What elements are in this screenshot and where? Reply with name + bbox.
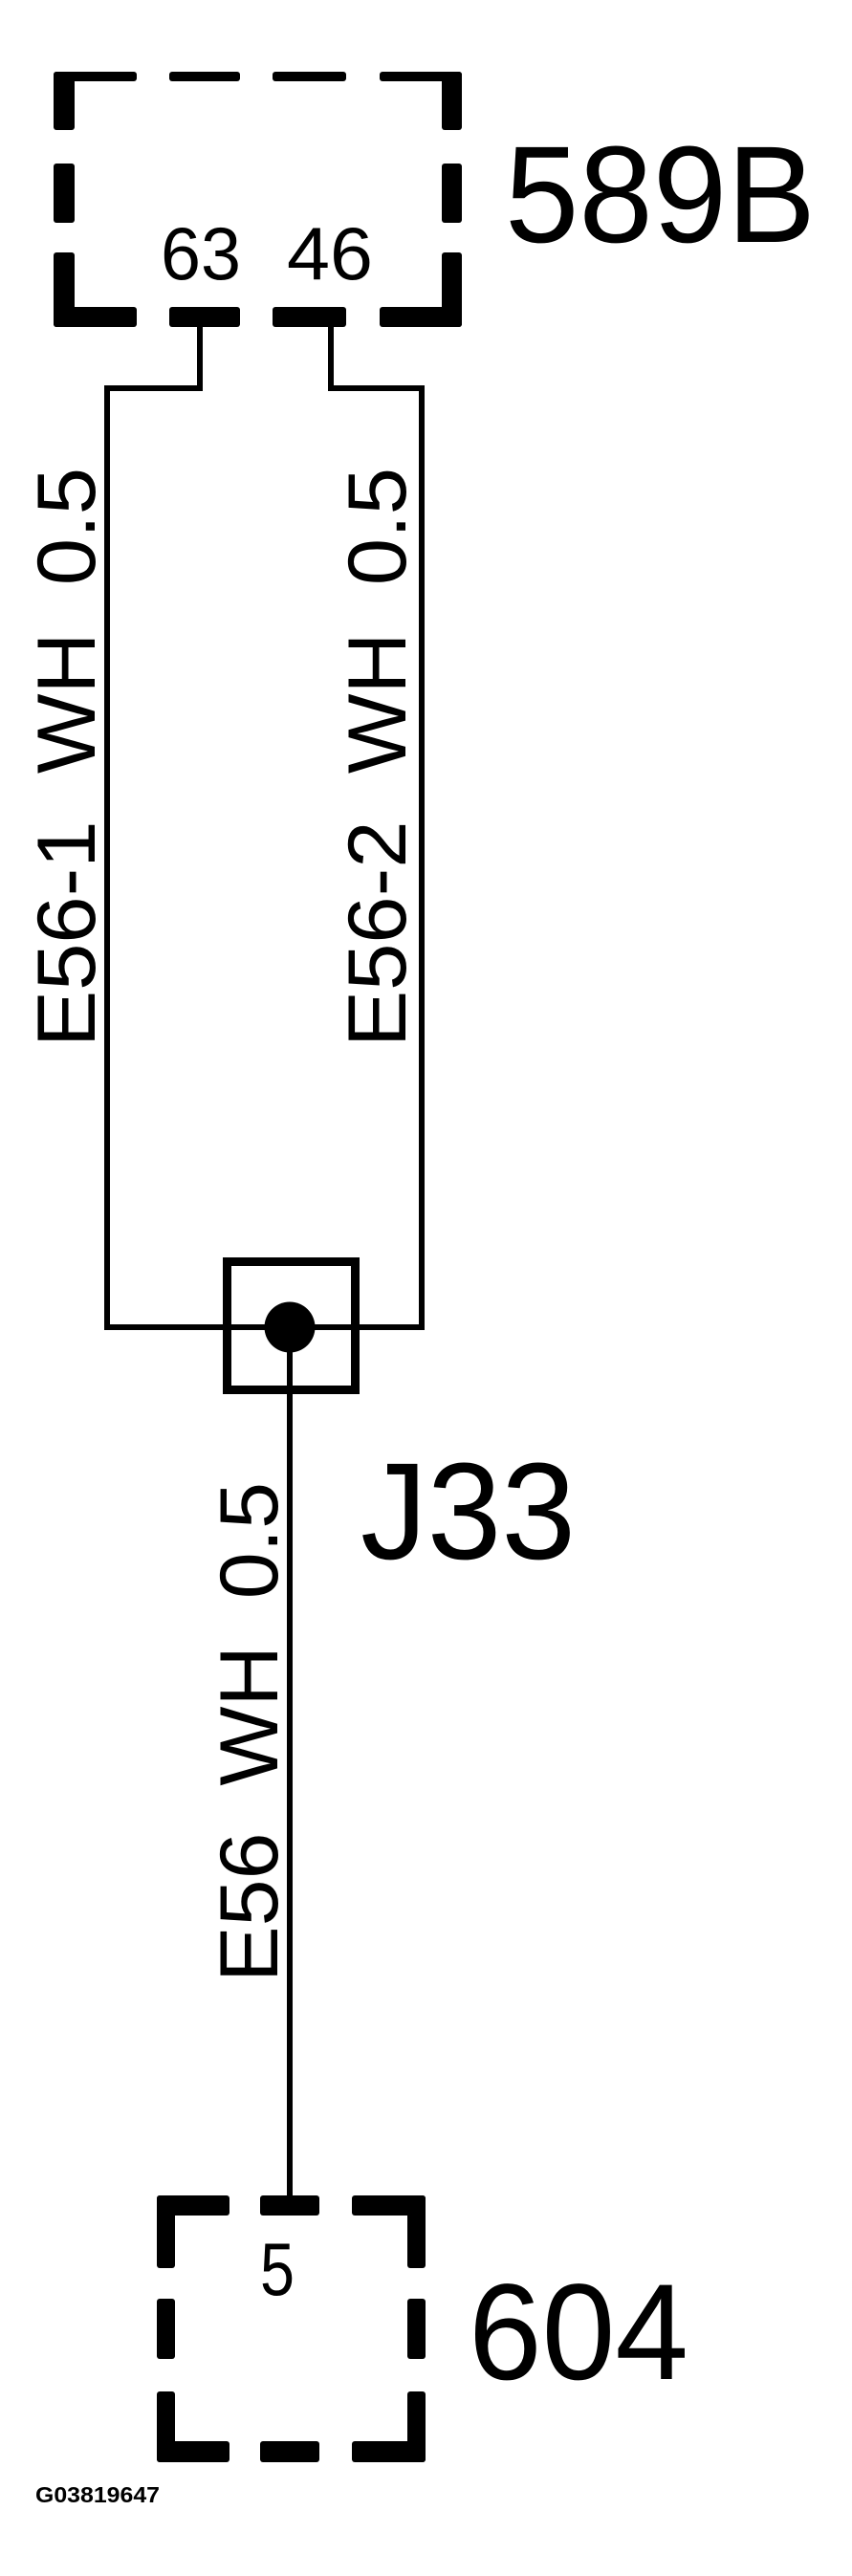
figure-id: G03819647	[35, 2482, 160, 2507]
junction-box-icon	[223, 1257, 360, 1394]
splice-dot-icon	[264, 1301, 316, 1353]
connector-604-box	[157, 2195, 426, 2462]
wire-e56-1-label: E56-1 WH 0.5	[21, 468, 113, 1047]
junction-j33[interactable]	[223, 1257, 360, 1394]
connector-604-label: 604	[469, 2257, 688, 2409]
pin-63-label: 63	[161, 211, 241, 295]
wire-e56-2-label: E56-2 WH 0.5	[332, 468, 424, 1047]
pin-5-label: 5	[260, 2227, 295, 2311]
wire-e56-label: E56 WH 0.5	[204, 1482, 295, 1982]
wire-e56-1[interactable]	[104, 324, 293, 1330]
connector-589b-label: 589B	[505, 118, 816, 272]
junction-j33-label: J33	[360, 1434, 576, 1588]
pin-46-label: 46	[287, 211, 373, 295]
wire-e56-2[interactable]	[287, 324, 425, 1330]
connector-589b-box	[54, 72, 462, 327]
